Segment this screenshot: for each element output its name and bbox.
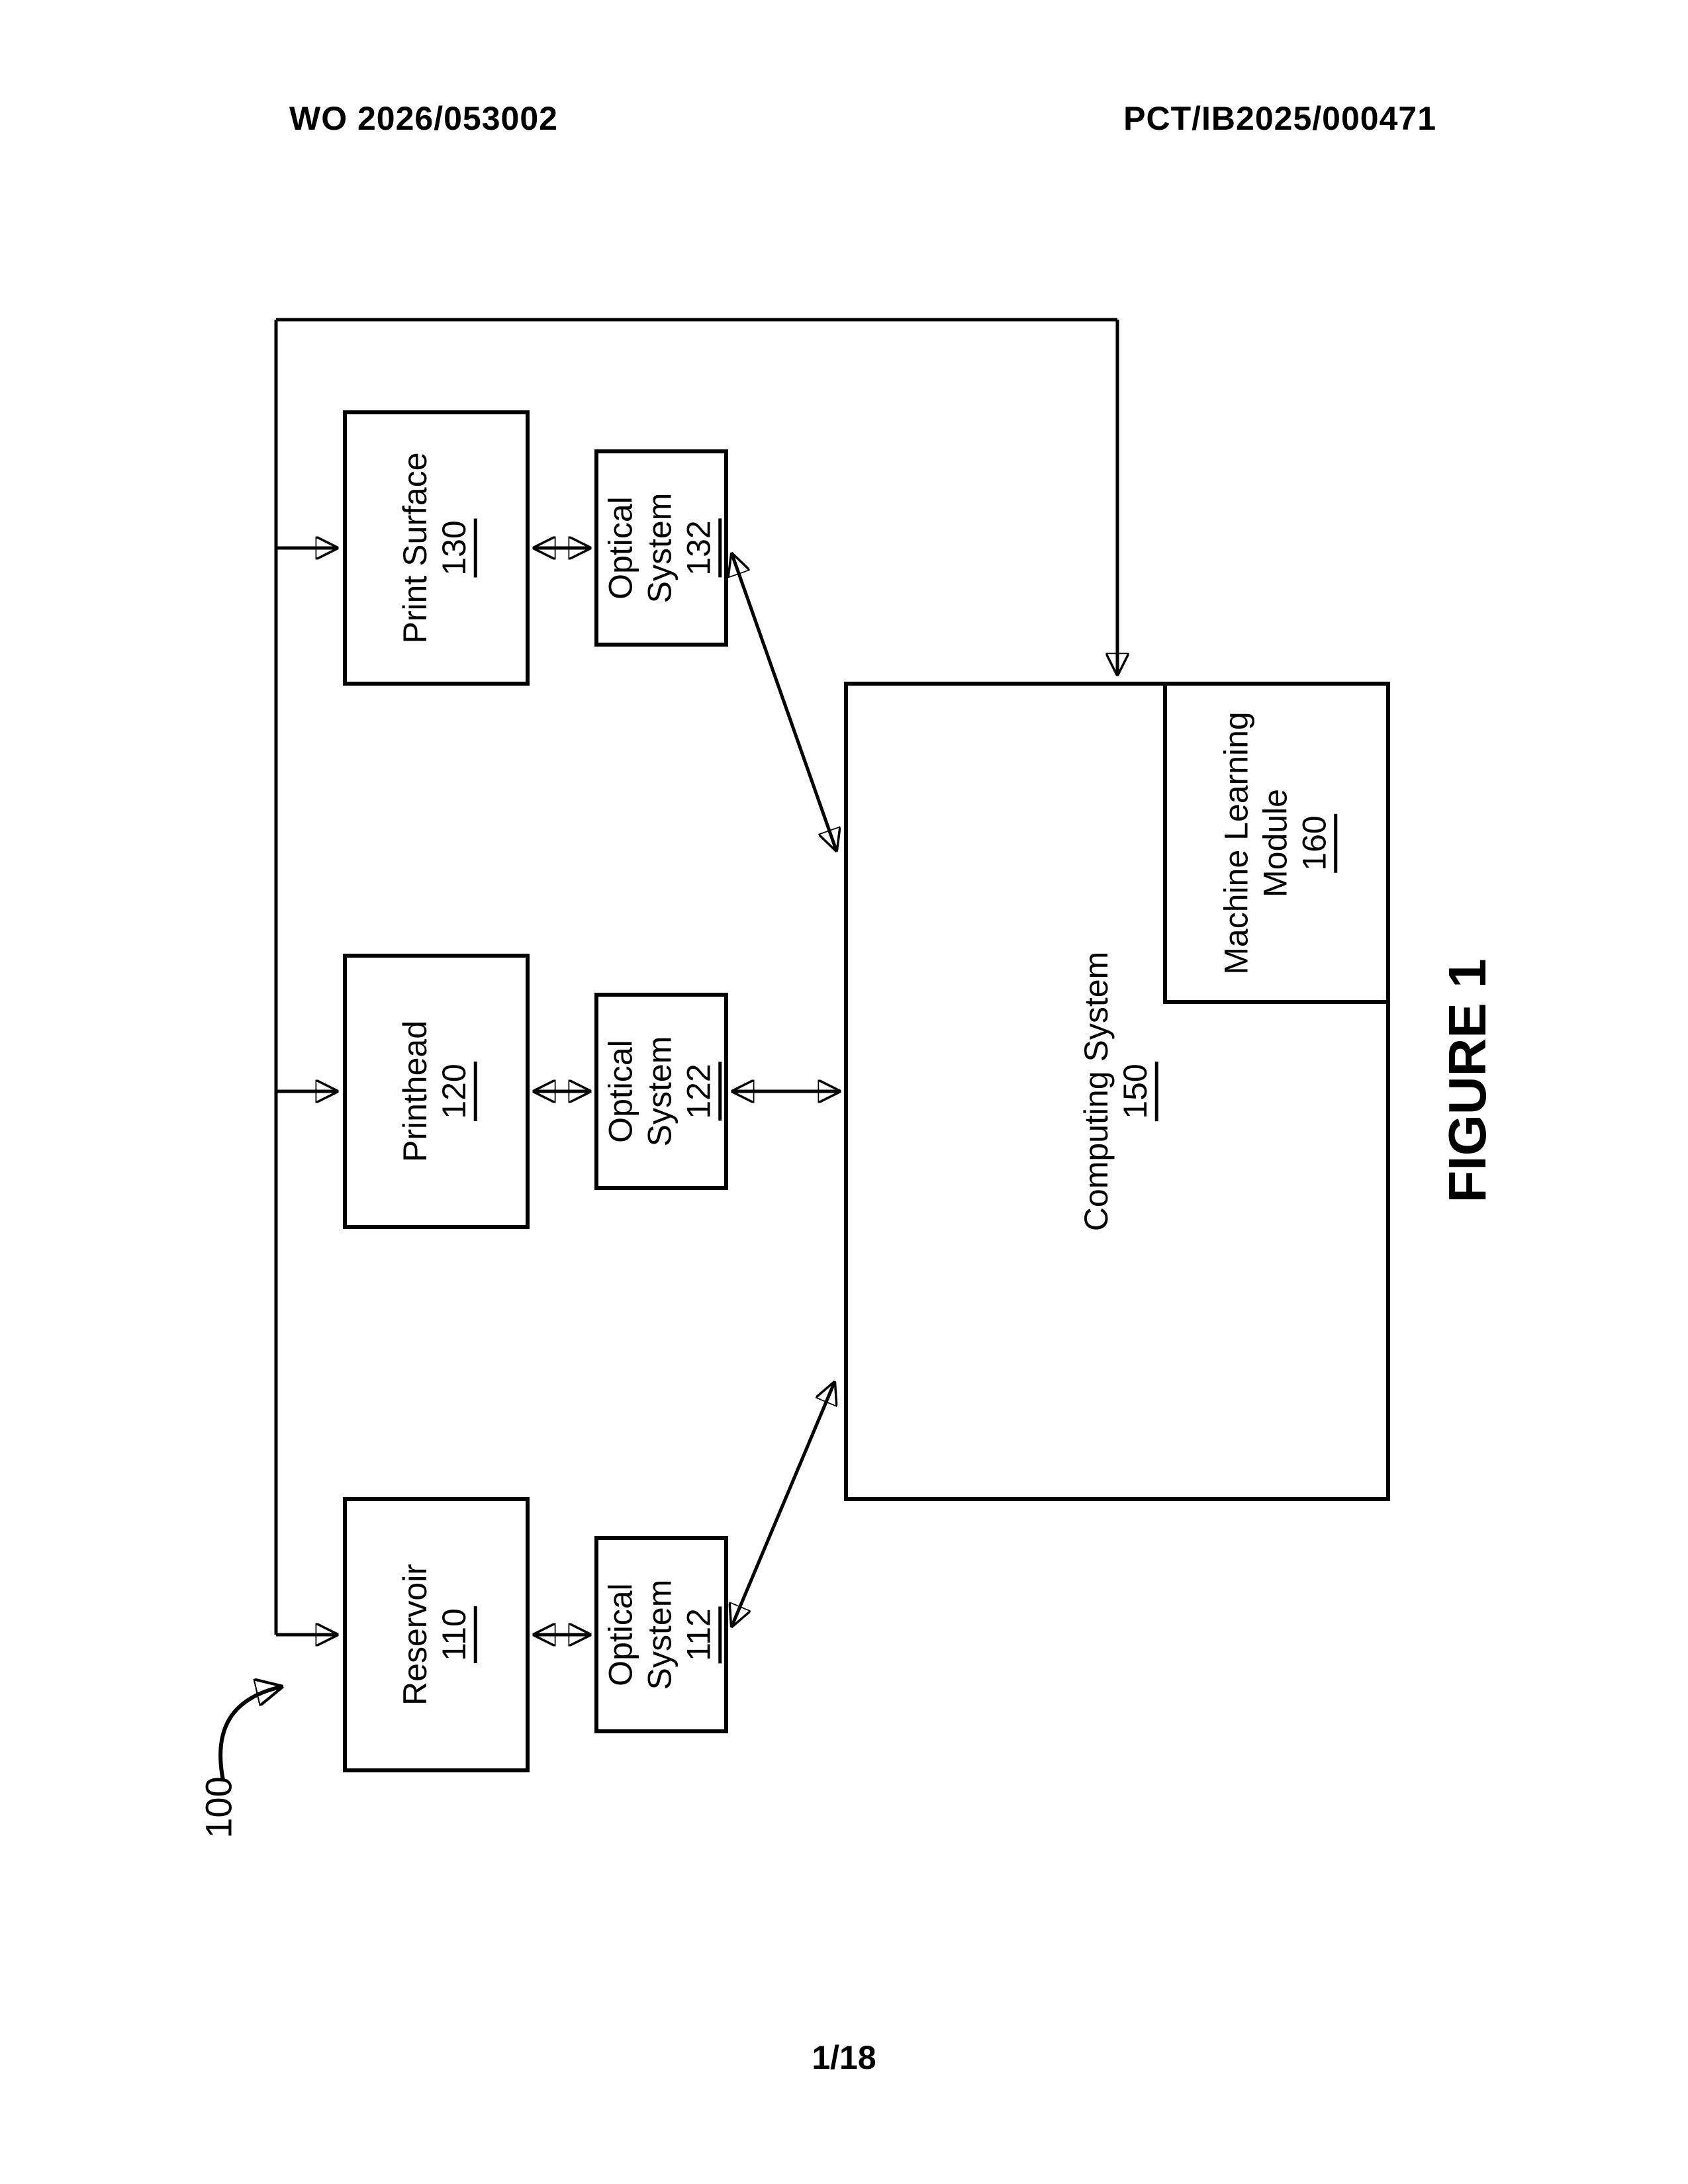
optical-system-122-label-line2: System [641,1036,679,1147]
application-number: PCT/IB2025/000471 [1123,100,1436,137]
optical-system-112-label-line2: System [641,1579,679,1690]
optical-system-112-label-line1: Optical [602,1583,639,1686]
reservoir-ref: 110 [436,1606,477,1663]
optical-system-132-label-line1: Optical [602,496,639,600]
print-surface-box: Print Surface 130 [343,410,530,686]
optical-system-132-ref: 132 [680,518,722,578]
optical-system-122-label-line1: Optical [602,1040,639,1143]
print-surface-label: Print Surface [396,452,434,644]
system-reference-label: 100 [197,1776,240,1839]
machine-learning-module-label-line1: Machine Learning [1217,711,1254,975]
optical-system-112-ref: 112 [680,1606,722,1663]
machine-learning-module-label-line2: Module [1256,788,1293,897]
printhead-label: Printhead [396,1020,434,1163]
system-reference-arrow [218,1687,281,1781]
printhead-box: Printhead 120 [343,954,530,1229]
optical-system-132-label-line2: System [641,492,679,604]
optical-system-112-box: Optical System 112 [594,1536,728,1733]
bidirectional-arrow-optical-112-computing-system [732,1383,834,1625]
bidirectional-arrow-optical-132-computing-system [732,555,836,850]
reservoir-box: Reservoir 110 [343,1497,530,1772]
computing-system-label: Computing System [1077,951,1115,1232]
machine-learning-module-box: Machine Learning Module 160 [1163,682,1390,1004]
figure-title: FIGURE 1 [1438,958,1497,1203]
page-number: 1/18 [812,2039,876,2076]
publication-number: WO 2026/053002 [289,100,558,137]
reservoir-label: Reservoir [396,1564,434,1706]
optical-system-122-ref: 122 [680,1062,722,1121]
machine-learning-module-ref: 160 [1295,813,1337,873]
printhead-ref: 120 [436,1062,477,1121]
print-surface-ref: 130 [436,518,477,578]
optical-system-132-box: Optical System 132 [594,449,728,647]
computing-system-ref: 150 [1116,1062,1158,1121]
optical-system-122-box: Optical System 122 [594,993,728,1190]
